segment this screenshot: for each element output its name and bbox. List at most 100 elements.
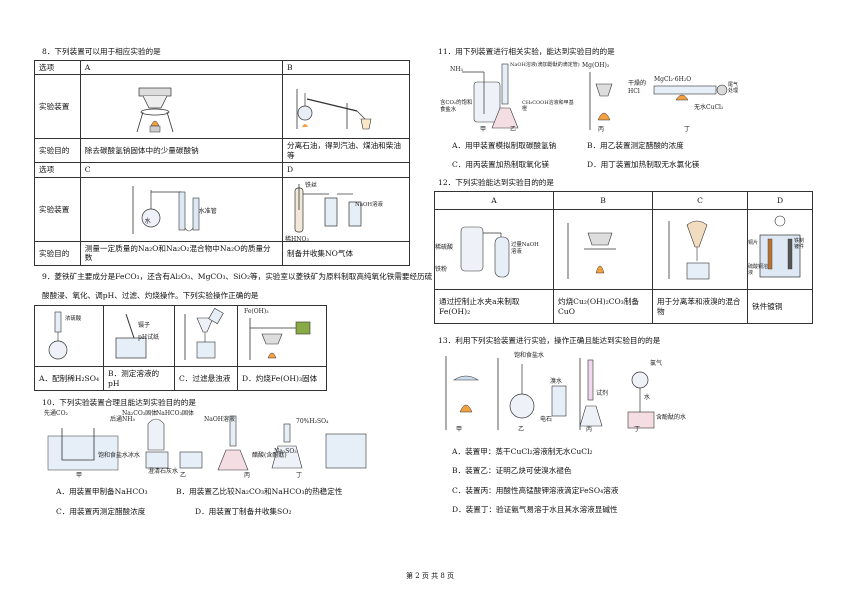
tripod-heating-figure [136,87,174,132]
q8-header-b: B [282,59,410,76]
q10-option-b: B．用装置乙比较Na₂CO₃和NaHCO₃的热稳定性 [176,487,343,496]
q10-figure-strip: 先通CO₂ 后通NH₃ 饱和食盐水冰水 Na₂CO₃固体 NaHCO₃固体 澄清… [44,410,384,479]
q8c-label-leveling-tube: 水准管 [198,207,217,215]
q8d-label-naoh: NaOH溶液 [355,201,383,208]
q13-label-bing: 丙 [586,426,593,433]
q8-figure-c: 水 水准管 [79,176,284,242]
q10-label-yi: 乙 [180,472,187,479]
q12-header-b: B [553,191,653,210]
q13-label-bromine: 溴水 [550,378,563,385]
q12-header-c: C [652,191,748,210]
electroplating-figure [759,215,801,278]
q11-title: 11．用下列装置进行相关实验，能达到实验目的的是 [438,47,615,56]
q12-desc-c-line1: 用于分离苯和液溴的混合 [657,297,741,307]
q10-label-co2: 先通CO₂ [44,410,68,417]
q8-figure-b [282,74,410,140]
q12-figure-d: 铜片 铁制镀件 硫酸铜溶液 [747,209,813,290]
q12-figure-b [553,209,653,290]
q9a-label-conc-h2so4: 浓硫酸 [65,316,82,322]
q10-label-naoh: NaOH溶液 [204,416,235,423]
q10-label-acetic: 醋酸(含酚酞) [252,452,287,459]
q13-label-yi: 乙 [518,426,525,433]
q8-purpose-c: 测量一定质量的Na₂O和Na₂O₂混合物中Na₂O的质量分数 [79,240,284,266]
q13-figure-strip: 饱和食盐水 电石 溴水 氯气 水 含酚酞的水 试剂 甲 乙 丙 丁 [440,350,690,434]
q12-desc-c-line2: 物 [657,306,665,316]
q9-figure-a: 浓硫酸 [34,304,104,368]
q11-label-bing: 丙 [598,126,605,133]
q10-title: 10．下列实验装置合理且能达到实验目的的是 [42,398,196,407]
q8-row-device-label: 实验装置 [34,74,81,140]
q8d-label-iron-wire: 铁丝 [305,181,318,189]
q12d-label-iron-part: 铁制镀件 [794,238,805,251]
q10-option-d: D．用装置丁制备并收集SO₂ [195,507,292,516]
q12-desc-a: 通过控制止水夹a来制取Fe(OH)₂ [434,289,554,324]
q13-label-water: 水 [644,394,651,401]
q11-option-a: A．用甲装置模拟制取碳酸氢钠 [452,141,557,150]
q10-label-na2so3: Na₂SO₃ [274,448,297,455]
q10-label-limewater: 澄清石灰水 [148,468,179,475]
q8-header-c: C [79,162,284,178]
q13-title: 13．利用下列实验装置进行实验，操作正确且能达到实验目的的是 [438,336,661,345]
q13-option-d: D．装置丁：验证氨气易溶于水且其水溶液显碱性 [452,505,618,514]
q10-option-c: C．用装置丙测定醋酸浓度 [56,507,146,516]
q8c-label-water: 水 [144,217,151,225]
q10-option-a: A．用装置甲制备NaHCO₃ [56,487,148,496]
q11-option-b: B．用乙装置测定醋酸的浓度 [587,141,684,150]
q10-apparatus-figure [47,415,367,471]
q10-label-h2so4: 70%H₂SO₄ [296,418,329,425]
q8-purpose-d: 制备并收集NO气体 [282,240,410,266]
q9-figure-d: Fe(OH)₃ [237,304,327,368]
q12-desc-d: 铁件镀铜 [747,289,813,324]
q12-table: A B C D 稀硫酸 铁粉 过量NaOH溶液 [434,191,813,324]
q9-option-a: A．配制稀H₂SO₄ [34,366,104,392]
q10-label-ding: 丁 [296,472,303,479]
q9b-label-ph-paper: pH试纸 [138,334,160,341]
q12-figure-c [652,209,748,290]
q13-option-c: C．装置丙：用酸性高锰酸钾溶液滴定FeSO₄溶液 [452,486,619,495]
q12a-label-h2so4: 稀硫酸 [435,244,454,251]
q9-option-b: B．测定溶液的pH [103,366,175,392]
ph-test-figure [115,313,147,359]
q11-figure-strip: NH₃ NaOH溶液(滴加酚酞的滴定管) CH₃COOH溶液和甲基橙 Mg(OH… [440,60,740,136]
q11-label-yi: 乙 [510,126,517,133]
no-gas-figure [294,184,362,233]
q8-header-option-2: 选项 [34,162,81,178]
q9-line2: 酸酸浸、氧化、调pH、过滤、灼烧操作。下列实验操作正确的是 [42,291,259,300]
q8-row-purpose-label: 实验目的 [34,138,81,164]
q8-purpose-a: 除去碳酸氢钠固体中的少量碳酸钠 [79,138,284,164]
q9-line1: 9．菱铁矿主要成分是FeCO₃，还含有Al₂O₃、MgCO₃、SiO₂等，实验室… [42,272,433,281]
q8-header-a: A [79,59,284,76]
q13-label-brine: 饱和食盐水 [514,352,545,359]
q12-desc-b-line1: 灼烧Cu₂(OH)₂CO₃制备 [558,297,640,307]
q10-label-nh3: 后通NH₃ [110,416,135,423]
q10-label-nahco3: NaHCO₃固体 [156,410,194,417]
q9b-label-tweezers: 镊子 [138,322,151,329]
page-footer: 第 2 页 共 8 页 [405,572,455,580]
q11-label-acetic: CH₃COOH溶液和甲基橙 [522,100,574,113]
q8-header-d: D [282,162,410,178]
feoh2-figure [460,226,510,278]
distillation-figure [296,88,372,130]
q11-label-hcl: 干燥的HCl [628,80,647,95]
q9-option-c: C．过滤悬浊液 [174,366,238,392]
q11-label-cucl2: 无水CuCl₂ [694,104,724,111]
dilute-acid-figure [48,311,68,360]
q12d-label-copper: 铜片 [748,240,759,246]
q11-option-d: D．用丁装置加热制取无水氯化镁 [587,160,700,169]
q12-title: 12．下列实验能达到实验目的的是 [438,178,554,187]
q8-title: 8．下列装置可以用于相应实验的是 [42,47,161,56]
q12-desc-b-line2: CuO [558,306,575,316]
q12-header-d: D [747,191,813,210]
q9-figure-c [174,304,238,368]
q8-figure-d: 铁丝 稀HNO₃ NaOH溶液 [282,176,410,243]
q11-label-nh3: NH₃ [450,66,463,73]
q8-figure-a [79,74,284,140]
q11-label-tail-gas: 尾气处理 [728,82,739,95]
q11-label-ding: 丁 [684,126,691,133]
q12-desc-c: 用于分离苯和液溴的混合物 [652,289,748,324]
q8-row-device-label-2: 实验装置 [34,176,81,242]
q11-label-mgcl2: MgCl₂·6H₂O [654,76,692,83]
q8-row-purpose-label-2: 实验目的 [34,240,81,266]
separating-funnel-figure [668,220,710,280]
